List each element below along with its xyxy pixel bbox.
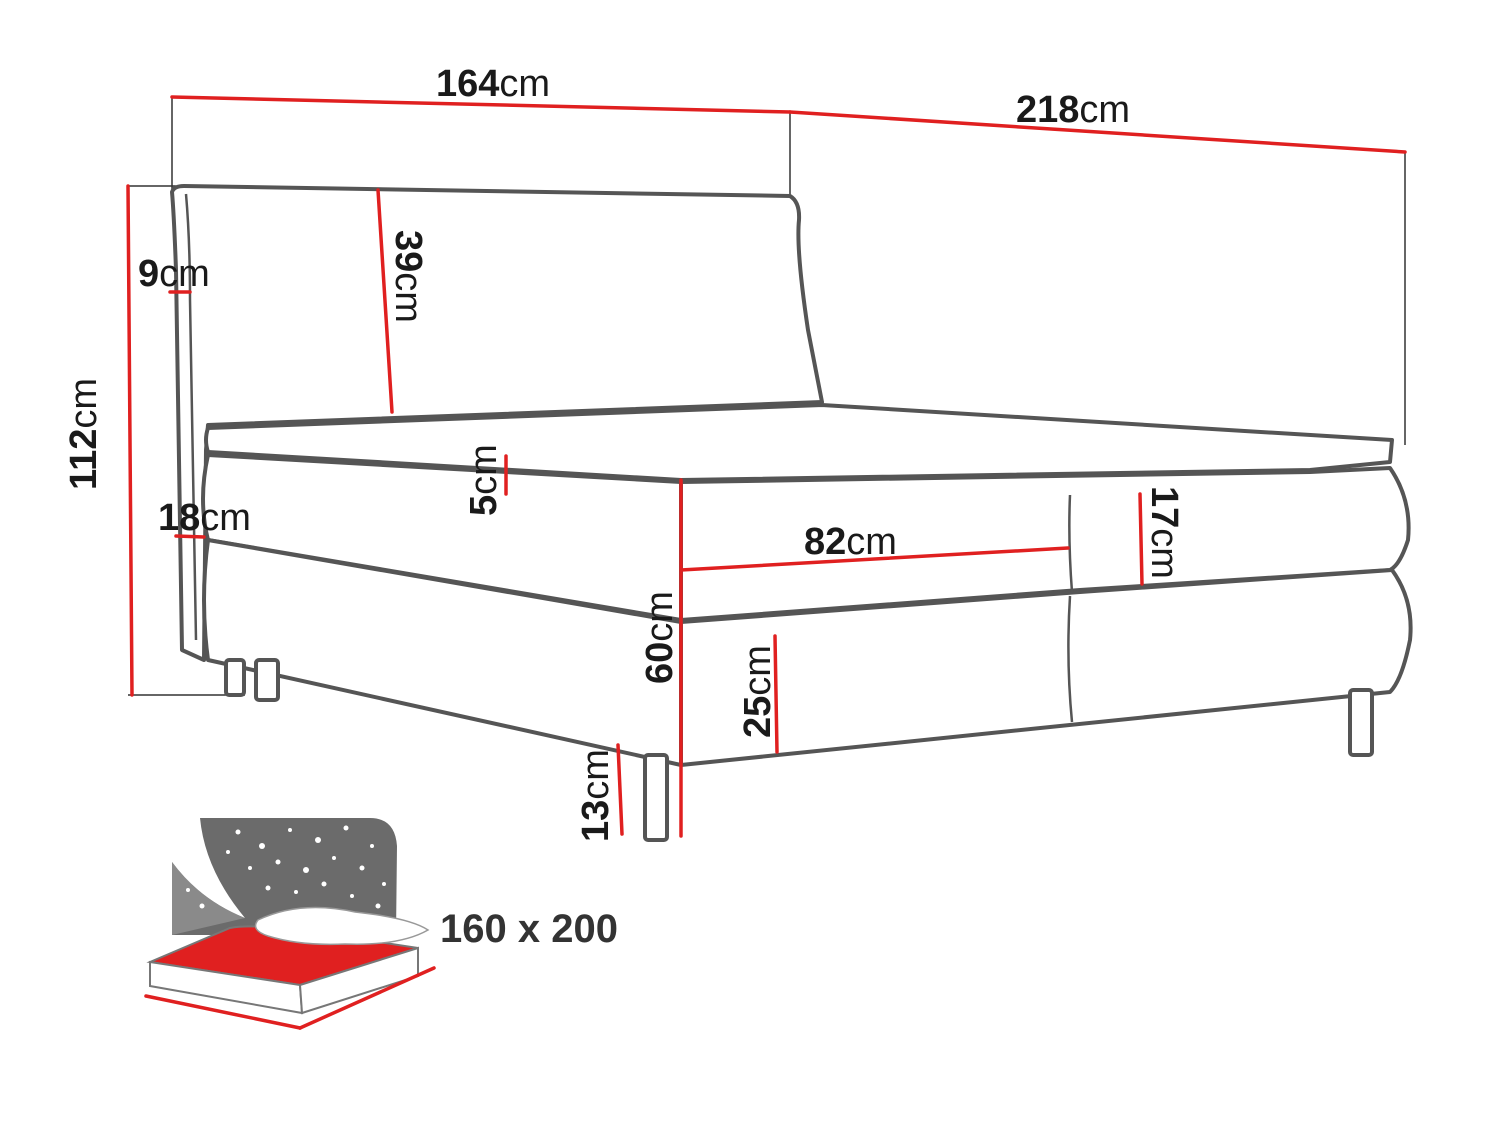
headboard: [170, 184, 824, 662]
bed-height-label: 60cm: [639, 591, 681, 684]
mattress-height-label: 17cm: [1143, 486, 1185, 579]
mattress-size-icon: [144, 818, 436, 1030]
total-height-label: 112cm: [63, 378, 105, 490]
topper-height-label: 5cm: [463, 444, 505, 516]
mattress-topper: [204, 403, 1394, 482]
mattress-width-label: 82cm: [804, 521, 897, 563]
stars: [186, 825, 386, 909]
length-dimension-label: 218cm: [1016, 89, 1130, 131]
side-frame-label: 18cm: [158, 497, 251, 539]
sleeping-area-size-label: 160 x 200: [440, 907, 618, 951]
leg-height-label: 13cm: [575, 749, 617, 842]
width-dimension-label: 164cm: [436, 63, 550, 105]
dimension-lines: [126, 95, 1407, 838]
headboard-height-label: 39cm: [387, 230, 429, 323]
headboard-thickness-label: 9cm: [138, 253, 210, 295]
base-height-label: 25cm: [737, 645, 779, 738]
bed-base: [202, 538, 683, 767]
guide-lines: [128, 97, 1406, 696]
bed-legs: [224, 658, 1374, 842]
